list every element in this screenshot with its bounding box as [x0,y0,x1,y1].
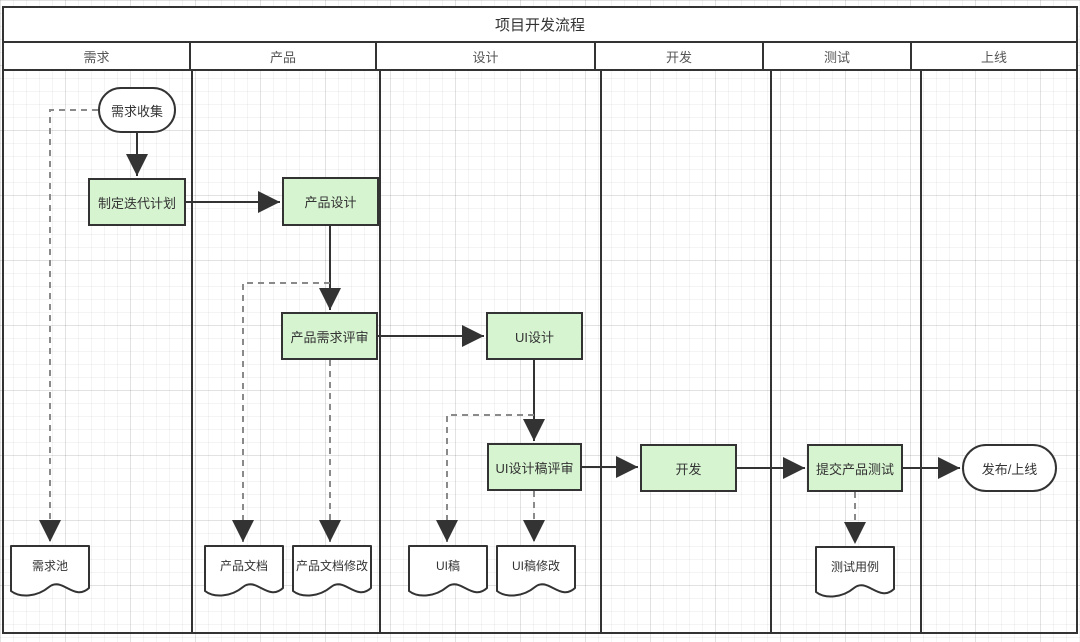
lane-divider [191,71,193,632]
doc-label: 需求池 [31,559,68,573]
node-release: 发布/上线 [962,444,1057,492]
node-requirement-collection: 需求收集 [98,87,176,133]
doc-product-doc: 产品文档 [204,545,284,600]
doc-requirement-pool: 需求池 [10,545,90,600]
document-shape-icon [408,545,488,597]
node-product-requirement-review: 产品需求评审 [281,312,378,360]
lane-header-launch: 上线 [980,49,1007,65]
lane-header-testing: 测试 [764,43,912,69]
lane-header-row: 需求 产品 设计 开发 测试 上线 [4,43,1076,71]
doc-label: 测试用例 [830,560,879,574]
node-ui-design: UI设计 [486,312,583,360]
lane-header-development: 开发 [596,43,764,69]
doc-ui-draft: UI稿 [408,545,488,600]
document-shape-icon [815,546,895,598]
lane-divider [920,71,922,632]
dashed-collect-to-requirement-pool [39,109,98,542]
doc-ui-draft-revision: UI稿修改 [496,545,576,600]
lane-divider [600,71,602,632]
node-submit-product-test: 提交产品测试 [807,444,903,492]
node-iteration-plan: 制定迭代计划 [88,178,186,226]
document-shape-icon [292,545,372,597]
lane-header-product: 产品 [191,43,377,69]
doc-label: 产品文档修改 [295,559,368,573]
document-shape-icon [10,545,90,597]
doc-label: UI稿 [435,559,460,573]
node-product-design: 产品设计 [282,177,379,226]
node-ui-design-review: UI设计稿评审 [487,443,582,491]
node-development: 开发 [640,444,737,492]
lane-header-requirements: 需求 [4,43,191,69]
doc-label: UI稿修改 [511,559,560,573]
document-shape-icon [204,545,284,597]
doc-test-cases: 测试用例 [815,546,895,601]
swimlane-frame: 项目开发流程 需求 产品 设计 开发 测试 上线 [2,6,1078,634]
document-shape-icon [496,545,576,597]
doc-label: 产品文档 [219,559,268,573]
diagram-title: 项目开发流程 [4,8,1076,43]
lane-divider [379,71,381,632]
lane-divider [770,71,772,632]
doc-product-doc-revision: 产品文档修改 [292,545,372,600]
lane-header-design: 设计 [377,43,596,69]
